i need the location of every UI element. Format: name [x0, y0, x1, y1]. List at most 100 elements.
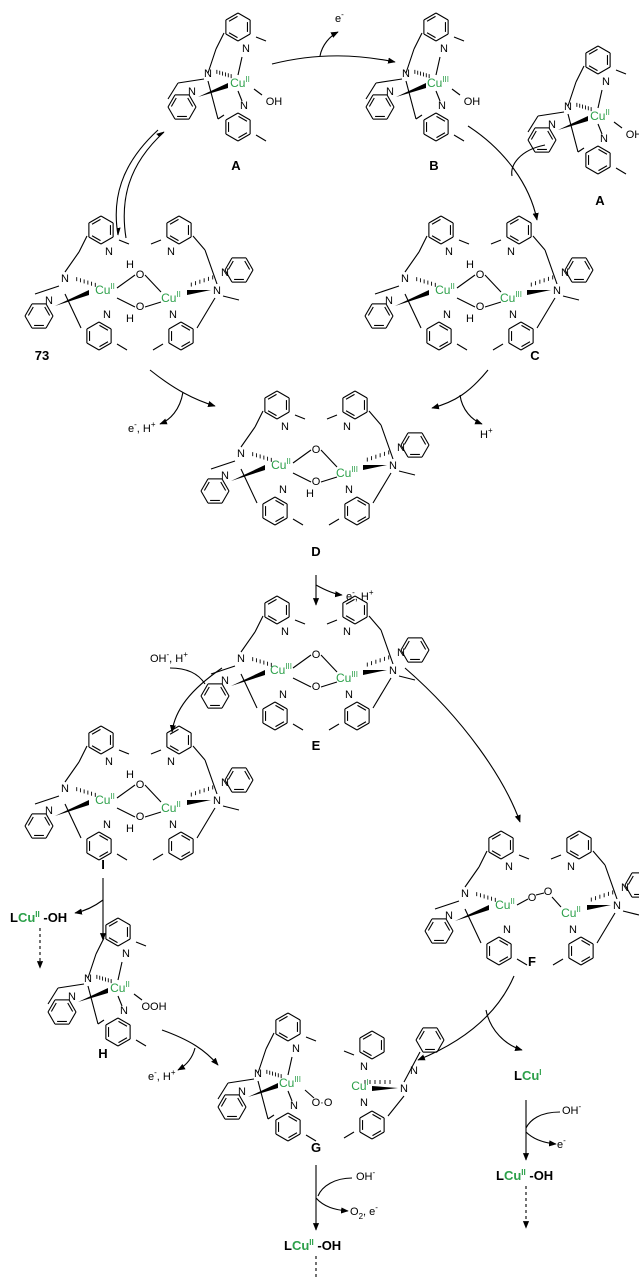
amine-nitrogen: N — [213, 285, 221, 297]
hydrogen: H — [466, 313, 474, 325]
pyridine-nitrogen: N — [621, 882, 629, 894]
arrow-o2-release — [315, 1197, 349, 1214]
copper-center: CuII — [110, 980, 130, 995]
pyridine-nitrogen: N — [343, 421, 351, 433]
pyridine-nitrogen: N — [509, 309, 517, 321]
oxygen: O — [312, 444, 321, 456]
arrow-oh-join — [169, 667, 206, 685]
pyridine-nitrogen: N — [167, 756, 175, 768]
copper-center-left: CuII — [495, 897, 515, 912]
pyridine-nitrogen: N — [440, 43, 448, 55]
amine-nitrogen: N — [84, 973, 92, 985]
pyridine-nitrogen: N — [602, 76, 610, 88]
ligand-label: OOH — [141, 1001, 166, 1013]
label-e: E — [312, 738, 321, 753]
structure-g-superoxo: O·O — [304, 1089, 333, 1109]
label-a-second: A — [595, 193, 605, 208]
hydrogen: H — [306, 488, 314, 500]
reagent-e-top: e- — [335, 10, 344, 25]
reagent-oh-lcu: OH- — [562, 1102, 582, 1117]
hydrogen: H — [126, 259, 134, 271]
arrow-equilibrium-up — [123, 131, 165, 239]
oxygen: O — [312, 476, 321, 488]
reagent-e-h-d: e-, H+ — [346, 588, 374, 603]
copper-center: CuIII — [427, 75, 449, 90]
arrow-equilibrium-down — [115, 129, 159, 236]
copper-center-left: CuII — [95, 792, 115, 807]
amine-nitrogen: N — [204, 68, 212, 80]
amine-nitrogen: N — [237, 653, 245, 665]
pyridine-nitrogen: N — [169, 309, 177, 321]
arrow-e-release-top — [319, 31, 339, 57]
pyridine-nitrogen: N — [343, 626, 351, 638]
pyridine-nitrogen: N — [279, 484, 287, 496]
amine-nitrogen: N — [553, 285, 561, 297]
arrow-h-release — [177, 1047, 196, 1071]
copper-center-right: CuI — [351, 1078, 369, 1093]
pyridine-nitrogen: N — [221, 675, 229, 687]
arrow-e-release-right — [525, 1131, 557, 1147]
pyridine-nitrogen: N — [443, 309, 451, 321]
reagent-e-h-73: e-, H+ — [128, 420, 156, 435]
arrow-i-release — [74, 899, 104, 915]
reagent-e-lcu: e- — [557, 1136, 566, 1151]
reagent-h-c: H+ — [480, 426, 493, 441]
arrow-e-to-i — [169, 667, 223, 733]
label-i: I — [101, 857, 105, 872]
ligand-label: OH — [464, 96, 481, 108]
amine-nitrogen: N — [254, 1068, 262, 1080]
oxygen: O — [136, 779, 145, 791]
amine-nitrogen: N — [237, 448, 245, 460]
oxygen: O — [528, 892, 537, 904]
pyridine-nitrogen: N — [503, 924, 511, 936]
pyridine-nitrogen: N — [103, 309, 111, 321]
superoxo-ligand: O·O — [312, 1097, 333, 1109]
label-f: F — [528, 954, 536, 969]
pyridine-nitrogen: N — [445, 910, 453, 922]
arrow-h-to-g — [161, 1029, 219, 1066]
ligand-label: OH — [266, 96, 283, 108]
species-lcu-oh-right: LCuII -OH — [496, 1168, 553, 1183]
pyridine-nitrogen: N — [290, 1100, 298, 1112]
arrow-a-join — [511, 144, 546, 177]
pyridine-nitrogen: N — [445, 246, 453, 258]
pyridine-nitrogen: N — [122, 948, 130, 960]
oxygen: O — [544, 886, 553, 898]
arrow-f-to-lcu-i — [485, 1009, 523, 1051]
arrow-e-to-f — [404, 667, 521, 823]
label-d: D — [311, 544, 320, 559]
amine-nitrogen: N — [400, 1083, 408, 1095]
amine-nitrogen: N — [61, 273, 69, 285]
arrow-c-release — [459, 394, 483, 425]
pyridine-nitrogen: N — [45, 295, 53, 307]
pyridine-nitrogen: N — [360, 1097, 368, 1109]
pyridine-nitrogen: N — [397, 442, 405, 454]
arrow-c-to-d — [431, 369, 489, 410]
reagent-oh-g: OH- — [356, 1168, 376, 1183]
arrow-73-release — [159, 391, 184, 425]
copper-center-left: CuII — [95, 282, 115, 297]
pyridine-nitrogen: N — [569, 924, 577, 936]
pyridine-nitrogen: N — [169, 819, 177, 831]
pyridine-nitrogen: N — [105, 246, 113, 258]
pyridine-nitrogen: N — [188, 86, 196, 98]
oxygen: O — [476, 301, 485, 313]
hydrogen: H — [466, 259, 474, 271]
pyridine-nitrogen: N — [397, 647, 405, 659]
species-lcu-i: LCuI — [514, 1068, 542, 1083]
pyridine-nitrogen: N — [221, 777, 229, 789]
pyridine-nitrogen: N — [238, 1086, 246, 1098]
pyridine-nitrogen: N — [240, 100, 248, 112]
pyridine-nitrogen: N — [103, 819, 111, 831]
pyridine-nitrogen: N — [561, 267, 569, 279]
oxygen: O — [136, 269, 145, 281]
species-lcu-oh-left: LCuII -OH — [10, 910, 67, 925]
copper-center-left: CuIII — [270, 662, 292, 677]
